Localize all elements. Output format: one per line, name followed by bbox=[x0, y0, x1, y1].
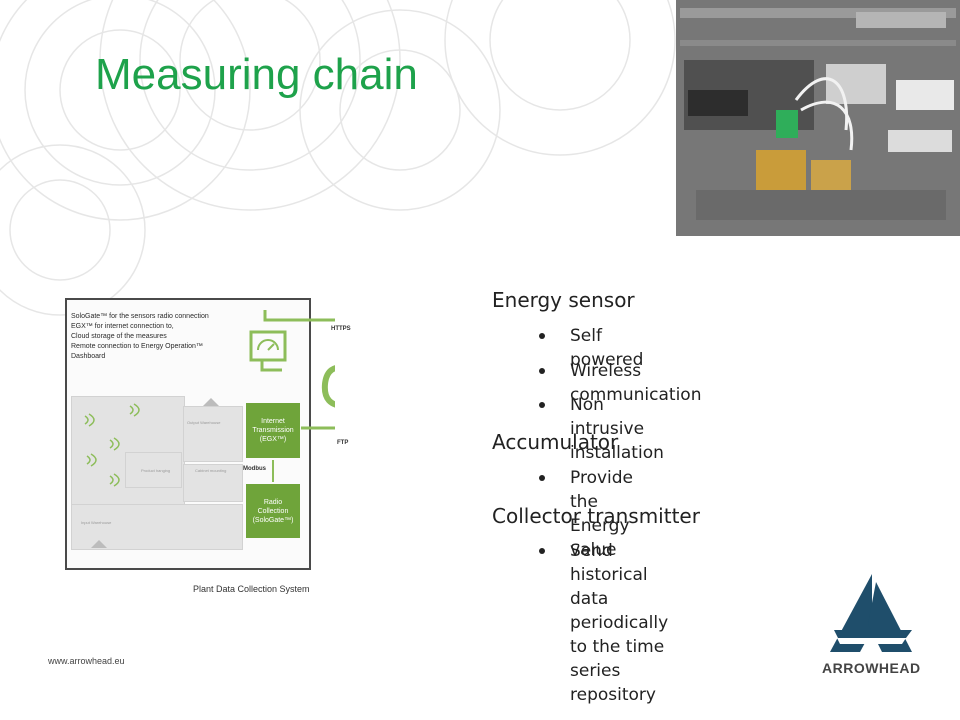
label-output-warehouse: Output Warehouse bbox=[187, 420, 221, 425]
bullet-collector-transmitter: Collector transmitter bbox=[492, 504, 700, 528]
bullet-dot bbox=[539, 402, 545, 408]
bullet-dot bbox=[539, 475, 545, 481]
diagram-description: SoloGate™ for the sensors radio connecti… bbox=[71, 313, 209, 360]
arrowhead-logo-icon bbox=[830, 574, 912, 652]
logo-text: ARROWHEAD bbox=[822, 660, 921, 676]
diagram-caption: Plant Data Collection System bbox=[193, 584, 310, 594]
gray-area-product bbox=[125, 452, 182, 488]
diagram-graphics bbox=[84, 310, 335, 548]
bullet-dot bbox=[539, 368, 545, 374]
footer-url: www.arrowhead.eu bbox=[48, 656, 125, 666]
ftp-label: FTP bbox=[337, 440, 349, 446]
internet-transmission-box: Internet Transmission (EGX™) bbox=[246, 403, 300, 458]
modbus-label: Modbus bbox=[243, 466, 266, 472]
https-label: HTTPS bbox=[331, 326, 351, 332]
cabinet-photo-illustration bbox=[676, 0, 960, 236]
sub-bullet-wireless: Wireless communication bbox=[570, 361, 702, 405]
label-product-hanging: Product hanging bbox=[141, 468, 171, 473]
bullet-energy-sensor: Energy sensor bbox=[492, 288, 635, 312]
gray-area-output bbox=[183, 406, 243, 462]
bullet-dot bbox=[539, 333, 545, 339]
sub-bullet-non-intrusive: Non intrusive installation bbox=[570, 395, 664, 463]
radio-collection-box: Radio Collection (SoloGate™) bbox=[246, 484, 300, 538]
cloud-database-icon bbox=[321, 365, 335, 408]
bullet-dot bbox=[539, 548, 545, 554]
dashboard-monitor-icon bbox=[249, 330, 287, 372]
label-cabinet-mounting: Cabinet mounting bbox=[195, 468, 227, 473]
sub-bullet-historical-data: Send historical data periodically to the… bbox=[570, 541, 669, 705]
wireless-icons bbox=[84, 403, 140, 487]
cabinet-photo bbox=[676, 0, 960, 236]
gray-area-cabinet bbox=[183, 464, 243, 502]
bullet-accumulator: Accumulator bbox=[492, 430, 619, 454]
plant-data-collection-diagram: SoloGate™ for the sensors radio connecti… bbox=[55, 288, 351, 600]
slide-title: Measuring chain bbox=[95, 50, 418, 99]
sub-bullet-energy-value: Provide the Energy value bbox=[570, 468, 634, 560]
label-input-warehouse: Input Warehouse bbox=[81, 520, 112, 525]
sub-bullet-self-powered: Self powered bbox=[570, 326, 644, 370]
